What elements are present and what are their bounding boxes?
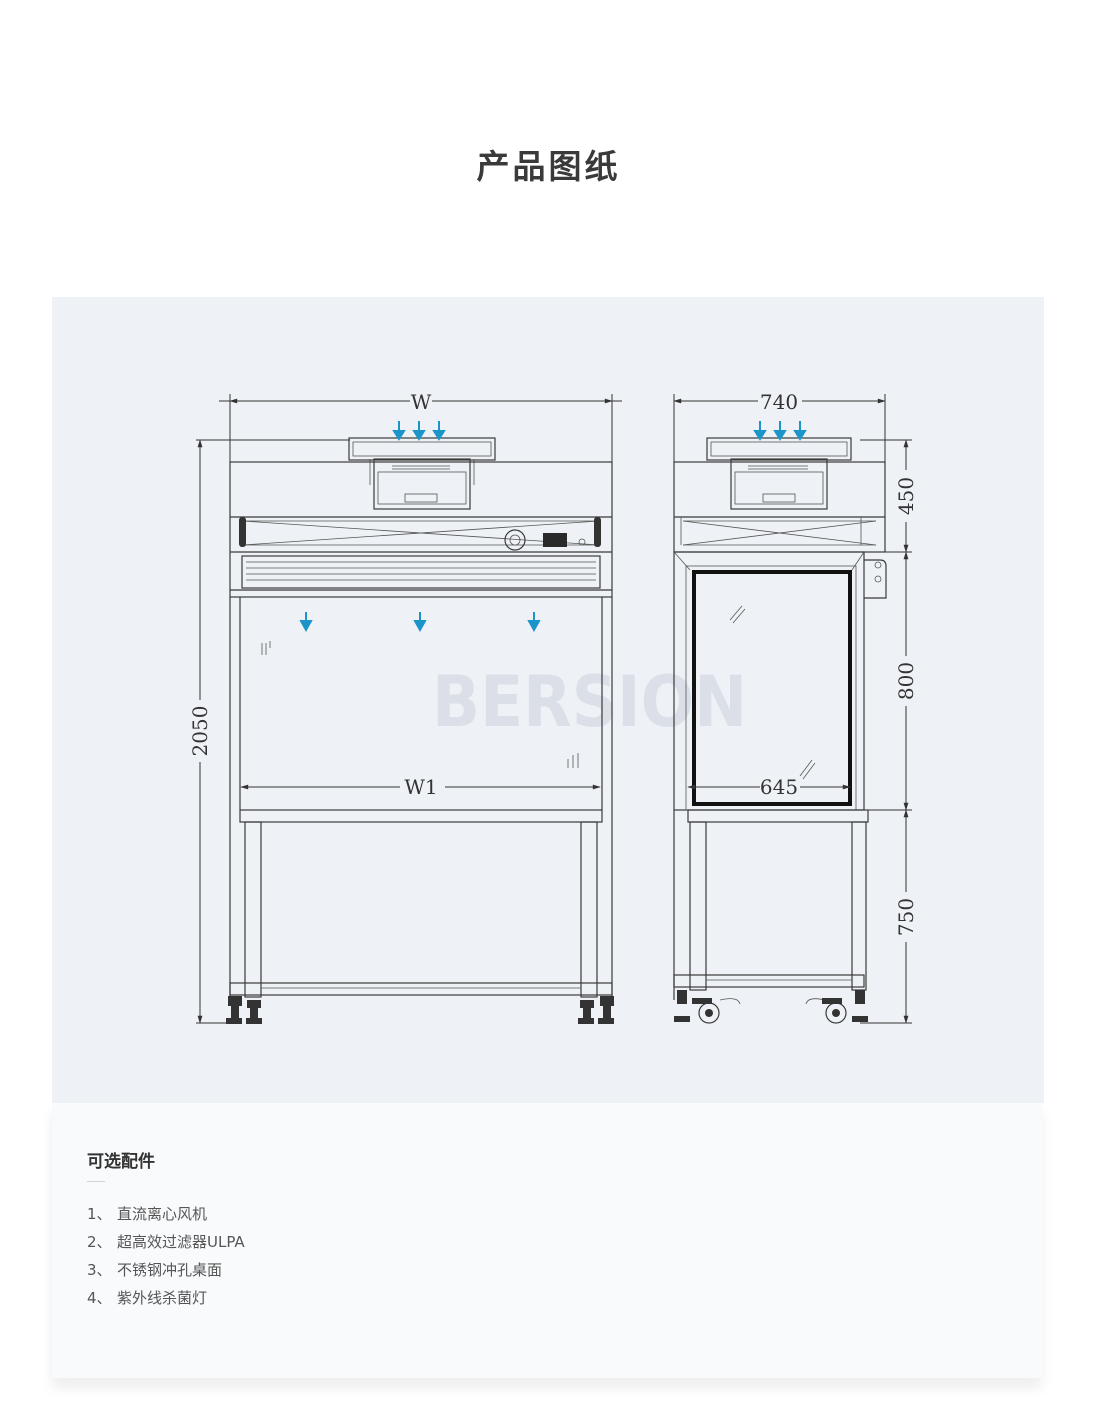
drawing-panel: BERSION W 2050 (52, 297, 1044, 1103)
side-mid-height-label: 800 (894, 662, 918, 700)
airflow-arrows (299, 421, 541, 633)
front-width-label: W (411, 390, 432, 414)
product-drawing: BERSION W 2050 (188, 390, 918, 1024)
side-view: 740 (673, 390, 918, 1024)
item-number: 3、 (87, 1261, 112, 1279)
side-inner-width-label: 645 (760, 775, 798, 799)
accessory-list: 1、直流离心风机 2、超高效过滤器ULPA 3、不锈钢冲孔桌面 4、紫外线杀菌灯 (87, 1203, 245, 1315)
accessory-heading: 可选配件 (87, 1152, 155, 1172)
item-number: 4、 (87, 1289, 112, 1307)
heading-divider (87, 1181, 105, 1182)
list-item: 4、紫外线杀菌灯 (87, 1287, 245, 1315)
front-view: W 2050 (188, 390, 622, 1024)
side-width-label: 740 (760, 390, 798, 414)
list-item: 3、不锈钢冲孔桌面 (87, 1259, 245, 1287)
accessory-card: 可选配件 1、直流离心风机 2、超高效过滤器ULPA 3、不锈钢冲孔桌面 4、紫… (52, 1103, 1042, 1378)
item-text: 不锈钢冲孔桌面 (117, 1261, 223, 1279)
item-text: 直流离心风机 (117, 1205, 208, 1223)
front-inner-width-label: W1 (404, 775, 437, 799)
side-base-height-label: 750 (894, 898, 918, 936)
list-item: 2、超高效过滤器ULPA (87, 1231, 245, 1259)
front-height-label: 2050 (188, 706, 212, 757)
page-title: 产品图纸 (476, 147, 621, 186)
side-airflow-arrows (753, 421, 807, 441)
item-text: 紫外线杀菌灯 (117, 1289, 208, 1307)
item-number: 1、 (87, 1205, 112, 1223)
side-top-height-label: 450 (894, 477, 918, 515)
watermark: BERSION (432, 661, 747, 743)
item-text: 超高效过滤器ULPA (117, 1233, 245, 1251)
item-number: 2、 (87, 1233, 112, 1251)
list-item: 1、直流离心风机 (87, 1203, 245, 1231)
